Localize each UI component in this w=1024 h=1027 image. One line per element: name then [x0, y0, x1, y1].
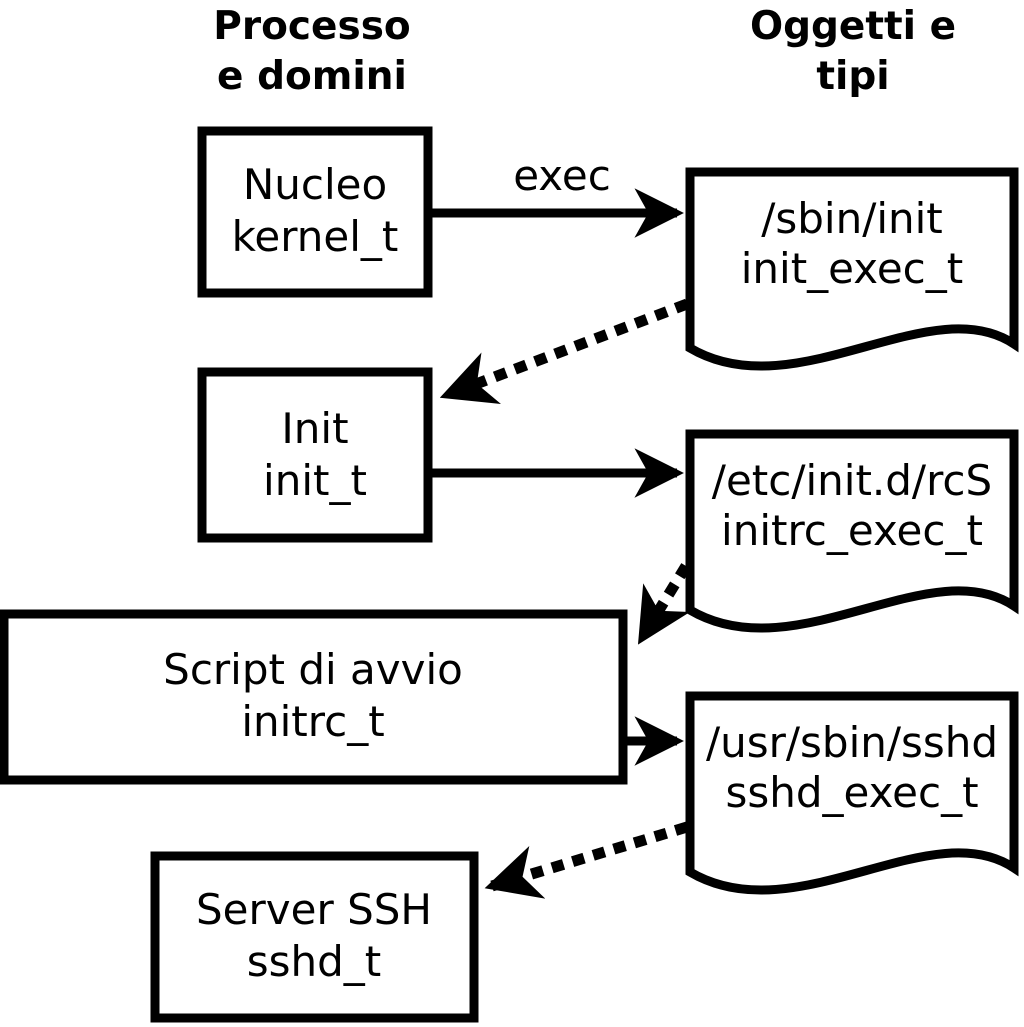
transition-arrows [439, 298, 691, 899]
file-initrc-exec-path: /etc/init.d/rcS [712, 456, 992, 505]
transition-arrow-initrc-exec-to-initrc [637, 563, 691, 645]
process-box-sshd: Server SSH sshd_t [150, 851, 479, 1023]
file-init-exec-path: /sbin/init [761, 194, 943, 243]
file-sshd-exec-path: /usr/sbin/sshd [706, 718, 998, 767]
file-sshd-exec-type: sshd_exec_t [725, 768, 978, 817]
transition-arrow-sshd-exec-to-sshd [484, 821, 689, 899]
process-box-initrc-rect [0, 609, 628, 785]
process-box-init: Init init_t [197, 367, 433, 543]
process-box-kernel-rect [197, 126, 433, 298]
file-shape-init-exec-outline [685, 167, 1019, 371]
file-init-exec-type: init_exec_t [741, 244, 964, 293]
header-objects-line2: tipi [816, 54, 889, 99]
transition-arrow-init-exec-to-init [439, 298, 689, 404]
process-initrc-label: Script di avvio [163, 645, 463, 694]
file-shape-init-exec: /sbin/init init_exec_t [685, 167, 1019, 371]
process-init-domain: init_t [263, 456, 367, 505]
column-header-objects: Oggetti e tipi [750, 4, 956, 99]
process-kernel-domain: kernel_t [232, 212, 399, 261]
exec-arrow-label: exec [513, 151, 611, 200]
process-initrc-domain: initrc_t [241, 697, 384, 746]
process-kernel-label: Nucleo [243, 160, 387, 209]
file-shape-sshd-exec: /usr/sbin/sshd sshd_exec_t [685, 691, 1019, 895]
process-box-sshd-rect [150, 851, 479, 1023]
file-initrc-exec-type: initrc_exec_t [721, 506, 983, 555]
exec-arrows: exec [432, 151, 684, 766]
header-processes-line2: e domini [217, 54, 407, 99]
process-sshd-domain: sshd_t [247, 937, 382, 986]
process-sshd-label: Server SSH [196, 885, 432, 934]
file-shape-sshd-exec-outline [685, 691, 1019, 895]
process-box-kernel: Nucleo kernel_t [197, 126, 433, 298]
process-box-initrc: Script di avvio initrc_t [0, 609, 628, 785]
file-shape-initrc-exec: /etc/init.d/rcS initrc_exec_t [685, 429, 1019, 633]
header-objects-line1: Oggetti e [750, 4, 956, 49]
file-shape-initrc-exec-outline [685, 429, 1019, 633]
column-header-processes: Processo e domini [213, 4, 410, 99]
header-processes-line1: Processo [213, 4, 410, 49]
process-init-label: Init [281, 404, 348, 453]
process-box-init-rect [197, 367, 433, 543]
